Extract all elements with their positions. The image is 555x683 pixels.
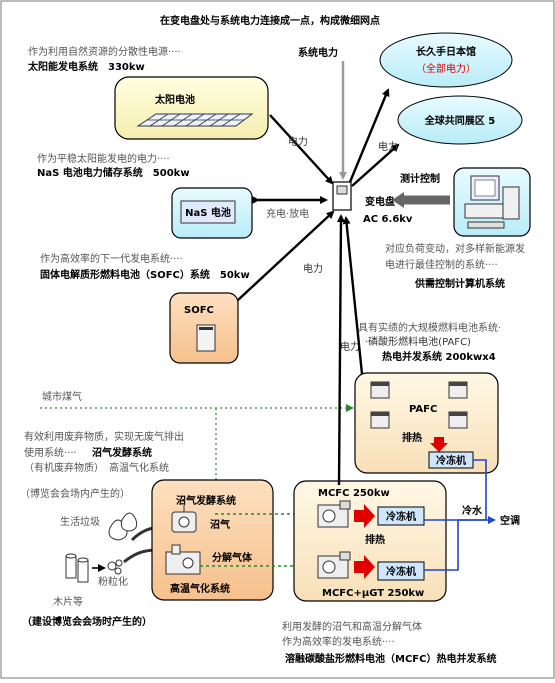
- mcfc-chiller-box-2: [377, 561, 425, 581]
- sofc-power-arrow: [237, 210, 335, 301]
- nagakute-power-arrow: [348, 88, 390, 183]
- city-gas-label: 城市煤气: [42, 390, 82, 403]
- solar-power-arrow: [269, 114, 334, 185]
- construction-label: （建设博览会会场时产生的）: [22, 615, 152, 628]
- mcfc-chiller-2: 冷冻机: [386, 565, 416, 578]
- substation-voltage: AC 6.6kv: [363, 214, 413, 225]
- methane-system-label: 沼气发酵系统: [176, 494, 236, 507]
- solar-panel-icon: [136, 113, 254, 127]
- pellet-label: 粉粒化: [98, 575, 128, 588]
- decomp-gas-label: 分解气体: [212, 551, 253, 564]
- control-arrow-label: 测计控制: [400, 172, 440, 185]
- nagakute-name: 长久手日本馆: [416, 45, 476, 58]
- ac-label: 空调: [500, 514, 520, 527]
- methane-gas-label: 沼气: [210, 518, 230, 531]
- sofc-power-label: 电力: [303, 262, 323, 275]
- mcfc-heat: 排热: [365, 533, 385, 546]
- pafc-power-label: 电力: [340, 340, 360, 353]
- nas-box-label: NaS 电池: [185, 206, 231, 219]
- nagakute-ellipse: [379, 32, 513, 88]
- sofc-box-label: SOFC: [184, 305, 214, 316]
- nas-desc: 作为平稳太阳能发电的电力····: [37, 152, 170, 165]
- waste-desc-name: 沼气发酵系统: [92, 446, 152, 459]
- grid-label: 系统电力: [298, 46, 338, 59]
- gasifier-icon: [165, 544, 201, 575]
- mcfc-desc-2: 作为高效率的发电系统····: [282, 635, 395, 648]
- mcfc-unit-icon-2: [317, 551, 351, 579]
- pafc-water-line: [424, 459, 487, 521]
- solar-desc: 作为利用自然资源的分散性电源····: [28, 45, 181, 58]
- nas-name: NaS 电池电力储存系统 500kw: [37, 166, 190, 179]
- nas-arrow-label: 充电·放电: [266, 207, 309, 220]
- mcfc-water-line: [424, 520, 459, 571]
- nas-battery-icon: [180, 200, 236, 224]
- waste-desc-2: 使用系统····: [24, 446, 77, 459]
- pafc-unit-icons: [370, 381, 468, 429]
- wood-label: 木片等: [53, 595, 83, 608]
- mcfc-chiller-box-1: [377, 506, 425, 526]
- sofc-name: 固体电解质形燃料电池（SOFC）系统 50kw: [40, 268, 250, 281]
- pafc-heat-arrow: [430, 437, 448, 452]
- pafc-chiller: 冷冻机: [436, 454, 466, 467]
- control-name: 供需控制计算机系统: [414, 277, 505, 290]
- garbage-label: 生活垃圾: [60, 515, 100, 528]
- wood-chips-icon: [65, 553, 123, 583]
- pafc-desc-1: 具有实绩的大规模燃料电池系统·: [358, 321, 501, 334]
- solar-name: 太阳能发电系统 330kw: [27, 60, 145, 73]
- control-arrow-head: [392, 192, 404, 208]
- globe-power-label: 电力: [378, 140, 398, 153]
- pafc-heat: 排热: [402, 431, 422, 444]
- gasify-system-label: 高温气化系统: [170, 582, 230, 595]
- computer-icon: [464, 175, 520, 229]
- mcfc-name: 溶融碳酸盐形燃料电池（MCFC）热电并发系统: [285, 652, 496, 665]
- pafc-desc-3: 热电并发系统 200kwx4: [382, 350, 496, 363]
- globe-name: 全球共同展区 5: [424, 114, 495, 127]
- pafc-power-arrow: [342, 216, 364, 375]
- pafc-desc-2: ·磷酸形燃料电池(PAFC): [365, 335, 471, 348]
- mcfc-unit-icon-1: [317, 500, 351, 528]
- mcfc-top-label: MCFC 250kw: [318, 488, 390, 499]
- solar-power-label: 电力: [288, 135, 308, 148]
- mcfc-chiller-1: 冷冻机: [386, 510, 416, 523]
- control-desc-1: 对应负荷变动，对多样新能源发: [385, 242, 525, 255]
- sofc-unit-icon: [196, 324, 216, 352]
- globe-power-arrow: [351, 143, 400, 187]
- expo-waste-label: （博览会会场内产生的）: [20, 487, 130, 500]
- garbage-bag-icon: [108, 512, 138, 541]
- solar-box-label: 太阳电池: [154, 93, 195, 106]
- waste-desc-3: （有机废弃物质） 高温气化系统: [24, 461, 169, 474]
- control-desc-2: 电进行最佳控制的系统····: [385, 258, 498, 271]
- cold-water-label: 冷水: [462, 504, 483, 517]
- mcfc-bottom-label: MCFC+μGT 250kw: [322, 588, 424, 599]
- mcfc-desc-1: 利用发酵的沼气和高温分解气体: [282, 620, 422, 633]
- header-title: 在变电盘处与系统电力连接成一点，构成微细网点: [160, 14, 380, 27]
- fermenter-icon: [171, 505, 197, 533]
- substation-label: 变电盘: [365, 195, 395, 208]
- solar-panel-box: [114, 76, 269, 140]
- mcfc-heat-arrow-2: [354, 555, 375, 579]
- mcfc-heat-arrow-1: [354, 504, 375, 528]
- pafc-box-label: PAFC: [409, 404, 437, 415]
- mcfc-power-arrow: [336, 214, 345, 486]
- globe-ellipse: [397, 95, 523, 145]
- nagakute-sub: （全部电力）: [416, 62, 476, 75]
- waste-desc-1: 有效利用废弃物质，实现无废气排出: [24, 430, 184, 443]
- sofc-desc: 作为高效率的下一代发电系统····: [40, 252, 183, 265]
